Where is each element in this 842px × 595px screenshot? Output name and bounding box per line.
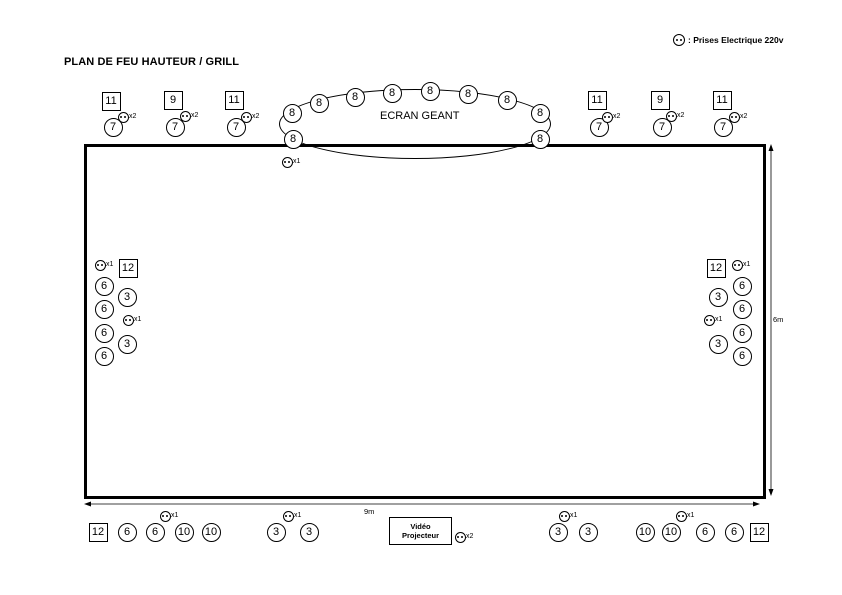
fixture-square: 11: [712, 90, 732, 110]
fixture-square: 12: [88, 522, 108, 542]
width-dimension-label: 9m: [364, 507, 375, 516]
outlet-icon: [240, 111, 252, 123]
screen-lamp: 8: [382, 83, 402, 103]
outlet-multiplier: x1: [687, 512, 695, 519]
outlet-multiplier: x1: [715, 316, 723, 323]
fixture-circle: 7: [165, 117, 185, 137]
legend-text: : Prises Electrique 220v: [688, 35, 784, 45]
fixture-circle: 6: [94, 276, 114, 296]
fixture-square: 11: [224, 90, 244, 110]
outlet-icon: [117, 111, 129, 123]
fixture-circle: 10: [661, 522, 681, 542]
outlet-multiplier: x2: [252, 113, 260, 120]
outlet-multiplier: x1: [106, 261, 114, 268]
fixture-circle: 6: [695, 522, 715, 542]
fixture-circle: 6: [732, 276, 752, 296]
fixture-circle: 10: [201, 522, 221, 542]
fixture-circle: 3: [117, 334, 137, 354]
fixture-square: 11: [101, 91, 121, 111]
fixture-square: 9: [163, 90, 183, 110]
outlet-icon: [601, 111, 613, 123]
fixture-circle: 3: [299, 522, 319, 542]
fixture-circle: 6: [732, 323, 752, 343]
video-projector-box: Vidéo Projecteur: [389, 517, 452, 545]
outlet-icon: [94, 259, 106, 271]
screen-lamp: 8: [420, 81, 440, 101]
fixture-circle: 3: [117, 287, 137, 307]
screen-lamp: 8: [282, 103, 302, 123]
outlet-multiplier: x2: [129, 113, 137, 120]
fixture-circle: 10: [174, 522, 194, 542]
outlet-multiplier: x2: [740, 113, 748, 120]
screen-lamp: 8: [283, 129, 303, 149]
outlet-multiplier: x2: [677, 112, 685, 119]
fixture-circle: 6: [94, 299, 114, 319]
fixture-circle: 6: [94, 323, 114, 343]
outlet-icon: [122, 314, 134, 326]
fixture-circle: 6: [145, 522, 165, 542]
fixture-circle: 3: [266, 522, 286, 542]
outlet-icon: [728, 111, 740, 123]
outlet-icon: [179, 110, 191, 122]
fixture-circle: 3: [548, 522, 568, 542]
outlet-icon: [675, 510, 687, 522]
fixture-circle: 10: [635, 522, 655, 542]
outlet-icon: [454, 531, 466, 543]
screen-lamp: 8: [345, 87, 365, 107]
outlet-icon: [703, 314, 715, 326]
outlet-multiplier: x1: [570, 512, 578, 519]
legend: : Prises Electrique 220v: [673, 34, 783, 46]
height-dimension-label: 6m: [773, 315, 784, 324]
fixture-circle: 7: [226, 117, 246, 137]
outlet-multiplier: x1: [293, 158, 301, 165]
screen-lamp: 8: [530, 129, 550, 149]
outlet-icon: [159, 510, 171, 522]
fixture-circle: 3: [708, 287, 728, 307]
fixture-square: 11: [587, 90, 607, 110]
giant-screen-outline: [279, 89, 551, 159]
fixture-square: 12: [706, 258, 726, 278]
outlet-icon: [282, 510, 294, 522]
fixture-circle: 6: [94, 346, 114, 366]
fixture-circle: 6: [117, 522, 137, 542]
outlet-multiplier: x1: [294, 512, 302, 519]
fixture-square: 12: [118, 258, 138, 278]
giant-screen-label: ECRAN GEANT: [380, 110, 460, 122]
outlet-multiplier: x2: [191, 112, 199, 119]
screen-lamp: 8: [497, 90, 517, 110]
screen-lamp: 8: [309, 93, 329, 113]
fixture-circle: 6: [724, 522, 744, 542]
fixture-circle: 6: [732, 299, 752, 319]
outlet-multiplier: x1: [134, 316, 142, 323]
fixture-square: 12: [749, 522, 769, 542]
outlet-icon: [281, 156, 293, 168]
fixture-square: 9: [650, 90, 670, 110]
video-projector-line2: Projecteur: [401, 531, 440, 540]
outlet-icon: [558, 510, 570, 522]
outlet-multiplier: x1: [171, 512, 179, 519]
outlet-icon: [673, 34, 685, 46]
video-projector-line1: Vidéo: [410, 522, 431, 531]
fixture-circle: 3: [578, 522, 598, 542]
fixture-circle: 7: [713, 117, 733, 137]
screen-lamp: 8: [458, 84, 478, 104]
outlet-multiplier: x1: [743, 261, 751, 268]
fixture-circle: 3: [708, 334, 728, 354]
fixture-circle: 7: [103, 117, 123, 137]
page-title: PLAN DE FEU HAUTEUR / GRILL: [64, 56, 240, 68]
fixture-circle: 6: [732, 346, 752, 366]
outlet-multiplier: x2: [613, 113, 621, 120]
outlet-multiplier: x2: [466, 533, 474, 540]
outlet-icon: [731, 259, 743, 271]
fixture-circle: 7: [652, 117, 672, 137]
screen-lamp: 8: [530, 103, 550, 123]
outlet-icon: [665, 110, 677, 122]
